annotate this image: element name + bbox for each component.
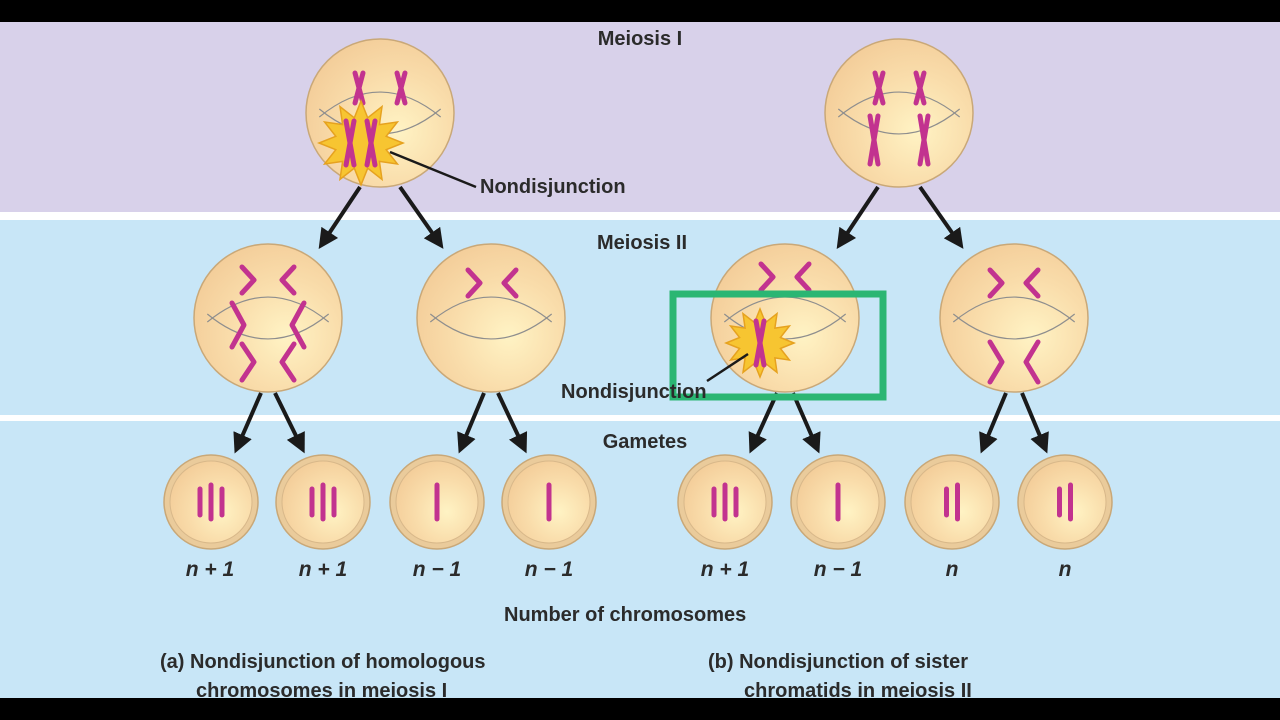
- ploidy-label: n: [1058, 558, 1072, 581]
- ploidy-label: n + 1: [700, 558, 750, 581]
- gamete-cell: [677, 454, 773, 550]
- nondisjunction-label-meiosis2: Nondisjunction: [561, 381, 707, 403]
- arrow: [496, 392, 528, 454]
- chromatid: [987, 339, 1005, 385]
- chromatid: [364, 118, 378, 168]
- axis-label-number-of-chromosomes: Number of chromosomes: [504, 604, 747, 626]
- spindle-fiber: [429, 296, 553, 323]
- spindle-fiber: [952, 296, 1076, 323]
- caption-b: (b) Nondisjunction of sister chromatids …: [708, 648, 972, 698]
- gamete-cell: [904, 454, 1000, 550]
- chromatid: [987, 267, 1005, 299]
- nondisjunction-pointer: [706, 352, 749, 383]
- bottom-black-bar: [0, 698, 1280, 720]
- band-divider-1: [0, 212, 1280, 220]
- cell: [305, 38, 455, 188]
- chromatid: [229, 300, 247, 350]
- chromatid: [501, 267, 519, 299]
- meiosis1-title: Meiosis I: [597, 28, 683, 50]
- cell: [710, 243, 860, 393]
- gamete-cell: [1017, 454, 1113, 550]
- arrow: [1020, 392, 1049, 454]
- chromatid: [465, 267, 483, 299]
- spindle-fiber: [429, 313, 553, 340]
- arrow: [273, 392, 305, 454]
- cell: [193, 243, 343, 393]
- ploidy-label: n − 1: [813, 558, 863, 581]
- chromatid: [352, 70, 366, 106]
- caption-a: (a) Nondisjunction of homologous chromos…: [160, 648, 486, 698]
- gamete-inner-membrane: [910, 460, 994, 544]
- chromatid: [279, 341, 297, 383]
- arrow: [836, 185, 880, 249]
- gamete-inner-membrane: [1023, 460, 1107, 544]
- chromatid: [343, 118, 357, 168]
- chromatid: [794, 261, 812, 293]
- cell-membrane: [939, 243, 1089, 393]
- caption-b-line1: (b) Nondisjunction of sister: [708, 651, 968, 673]
- arrow: [918, 185, 964, 249]
- gamete-cell: [501, 454, 597, 550]
- nondisjunction-pointer: [389, 150, 477, 189]
- cell: [939, 243, 1089, 393]
- chromatid: [239, 264, 257, 296]
- highlight-box: [669, 290, 887, 401]
- spindle-fiber: [837, 108, 961, 135]
- chromatid: [239, 341, 257, 383]
- ploidy-label: n: [945, 558, 959, 581]
- chromatid: [753, 318, 767, 368]
- gametes-title: Gametes: [602, 431, 688, 453]
- chromatid: [913, 70, 927, 106]
- chromatid: [867, 113, 881, 167]
- caption-a-line1: (a) Nondisjunction of homologous: [160, 651, 486, 673]
- chromatid: [872, 70, 886, 106]
- nondisjunction-burst: [316, 98, 406, 188]
- cell-membrane: [193, 243, 343, 393]
- spindle-fiber: [206, 313, 330, 340]
- caption-a-line2: chromosomes in meiosis I: [196, 680, 448, 698]
- gamete-cell: [275, 454, 371, 550]
- spindle-fiber: [206, 296, 330, 323]
- arrow: [233, 392, 263, 454]
- arrow: [979, 392, 1008, 454]
- cell: [824, 38, 974, 188]
- cell: [416, 243, 566, 393]
- cell-membrane: [710, 243, 860, 393]
- meiosis1-band: [0, 22, 1280, 212]
- ploidy-label: n − 1: [412, 558, 462, 581]
- spindle-fiber: [318, 91, 442, 118]
- arrow: [398, 185, 444, 249]
- arrow: [318, 185, 362, 249]
- meiosis2-title: Meiosis II: [596, 232, 688, 254]
- chromatid: [394, 70, 408, 106]
- band-divider-2: [0, 415, 1280, 421]
- chromatid: [279, 264, 297, 296]
- chromatid: [1023, 339, 1041, 385]
- spindle-fiber: [837, 91, 961, 118]
- caption-b-line2: chromatids in meiosis II: [744, 680, 972, 698]
- spindle-fiber: [952, 313, 1076, 340]
- chromatid: [758, 261, 776, 293]
- chromatid: [289, 300, 307, 350]
- arrow: [457, 392, 486, 454]
- chromatid: [917, 113, 931, 167]
- chromatid: [1023, 267, 1041, 299]
- top-black-bar: [0, 0, 1280, 22]
- arrow: [791, 392, 821, 454]
- ploidy-label: n + 1: [298, 558, 348, 581]
- arrow: [748, 392, 779, 454]
- gamete-cell: [790, 454, 886, 550]
- cell-membrane: [416, 243, 566, 393]
- ploidy-label: n + 1: [185, 558, 235, 581]
- gamete-cell: [163, 454, 259, 550]
- cell-membrane: [824, 38, 974, 188]
- nondisjunction-label-meiosis1: Nondisjunction: [480, 176, 626, 198]
- gamete-cell: [389, 454, 485, 550]
- ploidy-label: n − 1: [524, 558, 574, 581]
